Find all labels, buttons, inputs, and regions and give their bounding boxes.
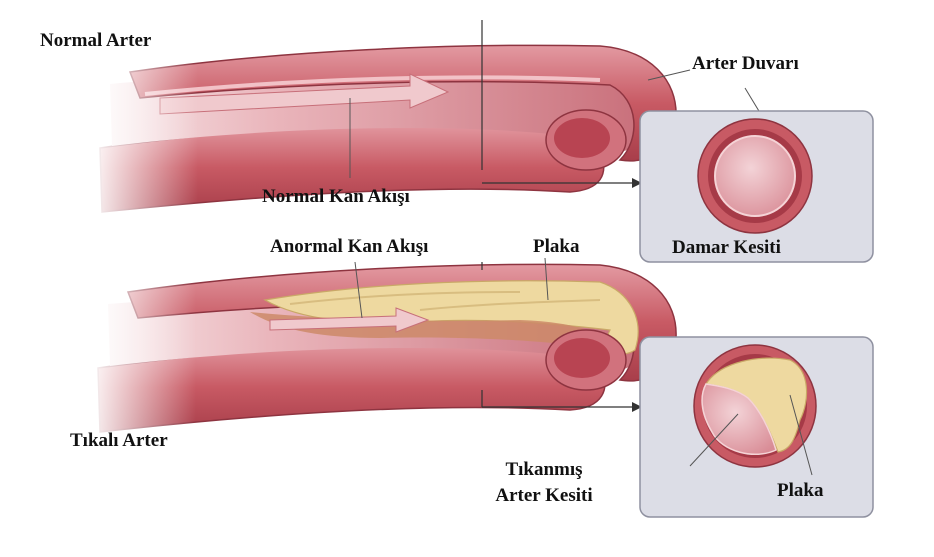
blocked-cross-section-panel	[640, 337, 873, 517]
label-normal-blood-flow: Normal Kan Akışı	[262, 186, 410, 208]
normal-artery-fade	[88, 40, 198, 220]
label-blocked-cross-section: Tıkanmış Arter Kesiti	[480, 457, 608, 509]
label-abnormal-blood-flow: Anormal Kan Akışı	[270, 236, 428, 258]
normal-cs-lumen	[715, 136, 795, 216]
label-blocked-artery: Tıkalı Arter	[70, 430, 168, 452]
label-artery-wall: Arter Duvarı	[692, 53, 799, 75]
blocked-artery-fade	[86, 262, 196, 442]
label-vessel-cross-section: Damar Kesiti	[672, 237, 781, 259]
blocked-artery-opening-inner	[554, 338, 610, 378]
normal-artery-opening-inner	[554, 118, 610, 158]
blocked-artery-illustration	[86, 262, 676, 442]
label-plaque-bottom: Plaka	[777, 480, 823, 502]
label-blocked-cross-section-line1: Tıkanmış	[480, 457, 608, 483]
label-blocked-cross-section-line2: Arter Kesiti	[480, 483, 608, 509]
label-plaque-top: Plaka	[533, 236, 579, 258]
label-normal-artery: Normal Arter	[40, 30, 151, 52]
